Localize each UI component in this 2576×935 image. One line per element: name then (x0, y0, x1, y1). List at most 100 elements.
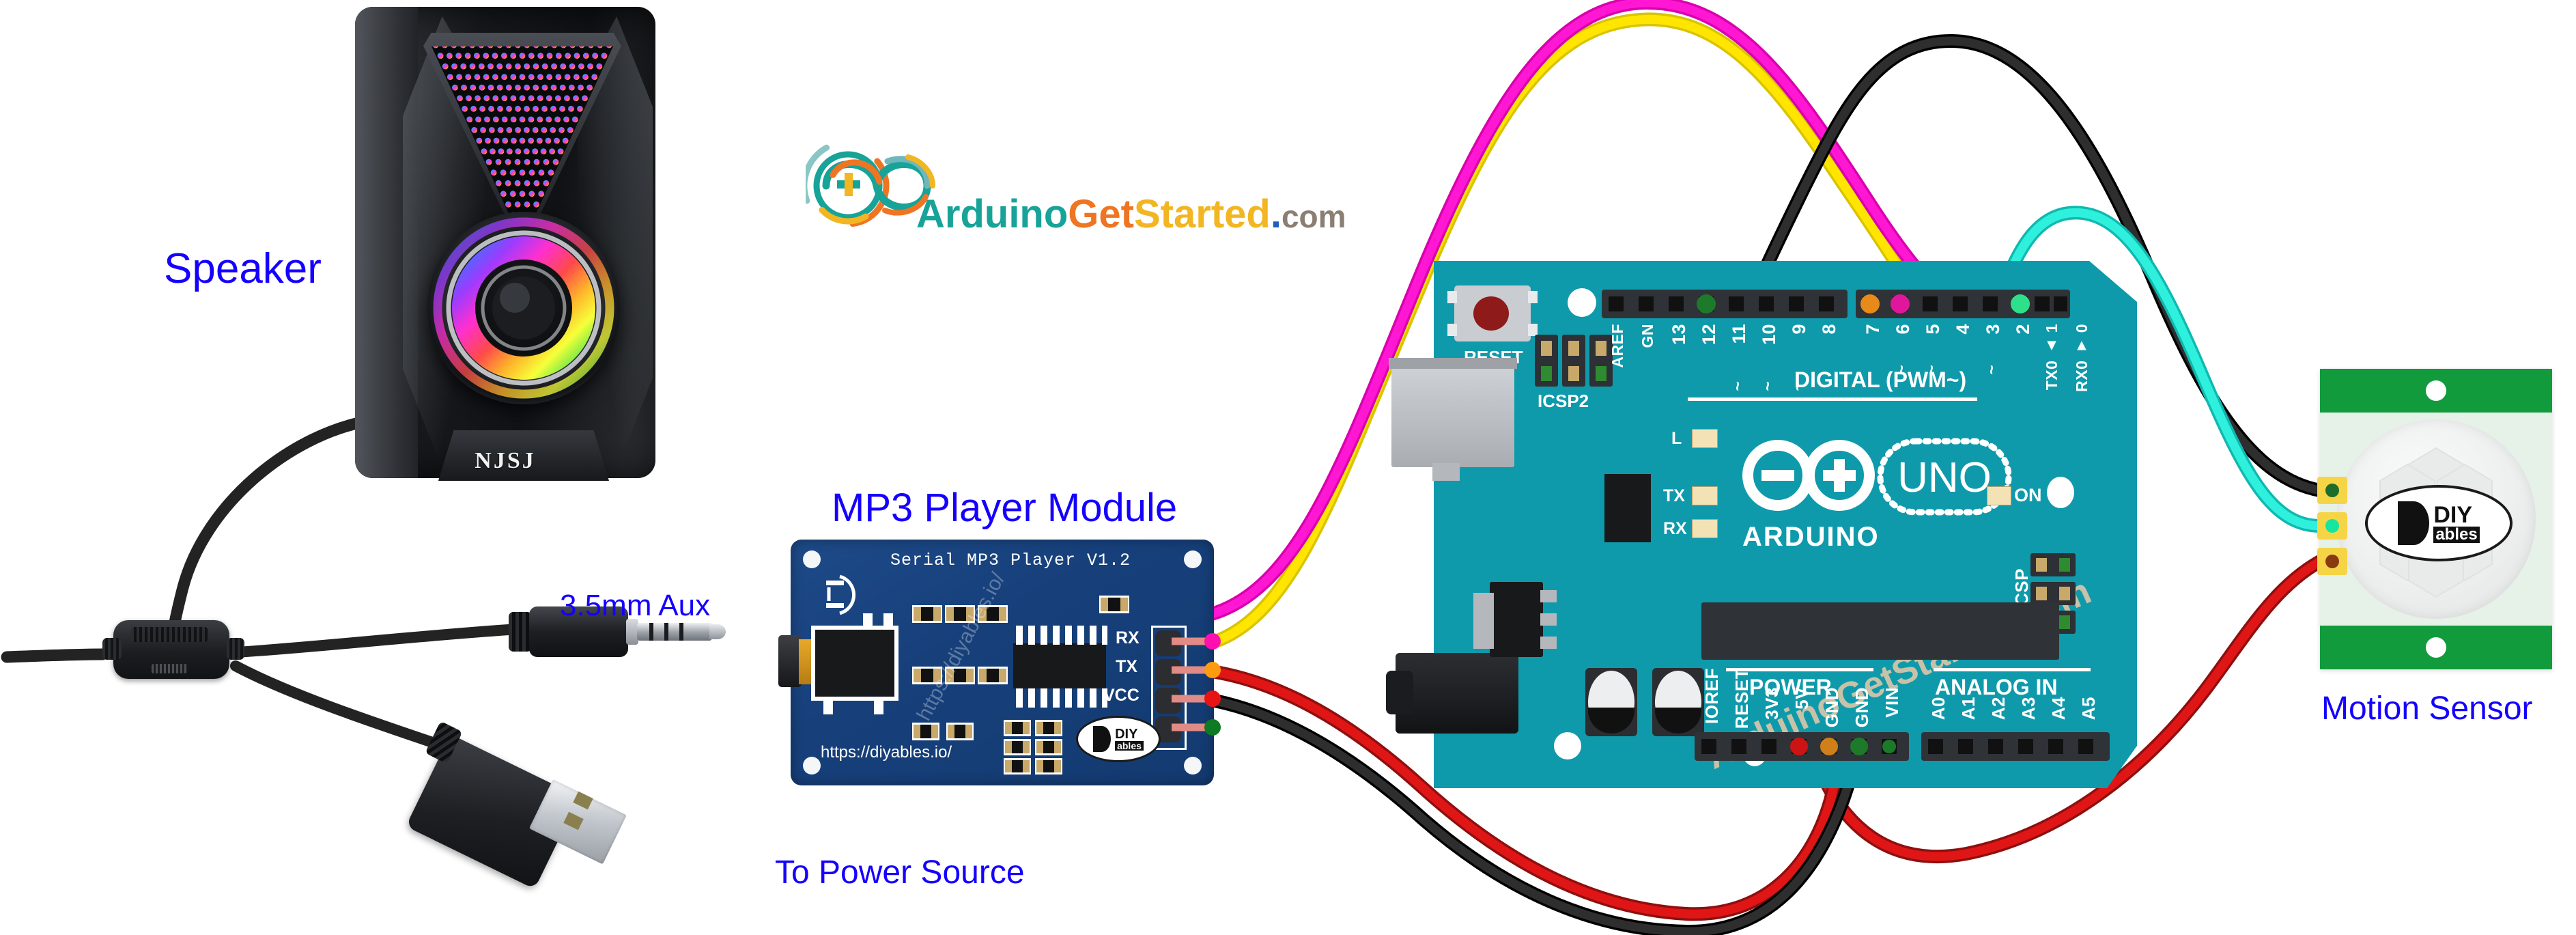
led-label-tx: TX (1663, 486, 1685, 505)
logo-text-started: Started (1133, 192, 1271, 236)
mp3-pin-label-tx: TX (1116, 657, 1137, 676)
logo-text-dot: . (1270, 192, 1282, 236)
usb-power-cable (230, 660, 464, 757)
uno-badge: UNO (1877, 438, 2012, 516)
pir-pin-gnd[interactable] (2317, 477, 2347, 504)
speaker-silk-icon (826, 574, 856, 615)
arduino-uno-board: ArduinoGetStarted.com RESET (1386, 261, 2164, 807)
power-pin-label-vin: VIN (1882, 687, 1902, 718)
crystal-block (1604, 474, 1651, 542)
analog-pin-label-a3: A3 (2018, 697, 2039, 721)
power-pin-label-gnd: GND (1822, 687, 1842, 728)
pwm-tilde-icon: ~ (1759, 381, 1777, 391)
digital-pin-label-6: 6 (1893, 324, 1913, 335)
led-label-rx: RX (1663, 519, 1687, 538)
analog-pin-label-a5: A5 (2078, 697, 2099, 721)
digital-left-sockets (1609, 294, 1834, 313)
diy-logo-top: DIY (1115, 727, 1138, 742)
rgb-dot-matrix (432, 46, 612, 229)
mp3-ic-pins (1016, 626, 1107, 708)
mp3-wire-caps (1204, 633, 1221, 736)
mp3-pin-label-rx: RX (1116, 628, 1140, 647)
analog-sockets (1928, 739, 2093, 754)
power-sockets (1701, 738, 1897, 755)
digital-pin-label-2: 2 (2013, 324, 2033, 335)
capacitor-2 (1652, 668, 1704, 736)
arduino-get-started-logo: ArduinoGetStarted.com (806, 134, 1346, 236)
led-rx (1692, 519, 1718, 538)
atmega-microcontroller (1701, 602, 2059, 660)
diy-logo-top-pir: DIY (2433, 502, 2472, 528)
mp3-regulator-ic (815, 630, 894, 697)
speaker-device: NJSJ (355, 7, 655, 485)
wire-mp3-vcc-to-5v (1205, 665, 1846, 921)
label-speaker: Speaker (164, 245, 322, 292)
digital-pin-label-12: 12 (1699, 324, 1719, 346)
usb-a-plug (406, 721, 676, 891)
digital-pin-label-5: 5 (1923, 324, 1943, 335)
pir-pin-signal[interactable] (2317, 512, 2347, 540)
arduino-wordmark: ARDUINO (1742, 522, 1880, 552)
digital-pin-label-13: 13 (1669, 324, 1689, 346)
power-pin-label-5v: 5V (1792, 687, 1812, 710)
mp3-pin-label-vcc: VCC (1103, 686, 1140, 705)
power-barrel-jack[interactable] (1386, 653, 1518, 734)
arduino-infinity-logo-icon (1742, 440, 1875, 511)
digital-pin-label-8: 8 (1819, 324, 1839, 335)
label-aux: 3.5mm Aux (560, 589, 711, 622)
wire-mp3-gnd-to-gnd (1205, 693, 1867, 935)
digital-right-sockets (1860, 294, 2067, 313)
digital-pin-label-9: 9 (1789, 324, 1809, 335)
pir-pin-vcc[interactable] (2317, 548, 2347, 575)
digital-pin-label-tx01: TX0 ▲ 1 (2043, 324, 2061, 391)
digital-pin-label-7: 7 (1863, 324, 1883, 335)
label-mp3: MP3 Player Module (832, 486, 1178, 530)
power-pin-label-ioref: IOREF (1701, 668, 1722, 724)
diyables-logo-mp3: DIY ables (1076, 716, 1161, 762)
led-on (1987, 486, 2011, 505)
usb-connector[interactable] (1391, 363, 1514, 467)
mp3-main-ic (1013, 643, 1106, 688)
digital-pin-label-3: 3 (1983, 324, 2003, 335)
speaker-brand-logo: NJSJ (475, 448, 536, 473)
digital-pin-label-aref: AREF (1609, 324, 1626, 368)
volume-wheel[interactable] (152, 664, 187, 673)
digital-pin-label-rx00: RX0 ▼ 0 (2073, 324, 2091, 392)
power-rule (1726, 668, 1873, 671)
label-power-source: To Power Source (775, 854, 1025, 891)
analog-header-label: ANALOG IN (1935, 675, 2058, 699)
analog-pin-label-a0: A0 (1928, 697, 1949, 721)
analog-pin-label-a2: A2 (1988, 697, 2009, 721)
analog-pin-label-a4: A4 (2048, 697, 2069, 721)
analog-pin-label-a1: A1 (1958, 697, 1979, 721)
diy-logo-bottom: ables (1115, 741, 1144, 751)
logo-text-com: com (1281, 199, 1346, 234)
diyables-logo-pir: DIY ables (2365, 485, 2513, 561)
pir-mount-hole-top (2426, 380, 2446, 401)
digital-pin-label-11: 11 (1729, 324, 1749, 344)
speaker-base-plate (438, 430, 609, 481)
mp3-audio-jack-barrel (778, 635, 802, 687)
led-tx (1692, 486, 1718, 505)
speaker-inline-volume-control[interactable] (102, 615, 244, 690)
analog-rule (1934, 668, 2091, 671)
digital-rule (1688, 397, 1977, 401)
icsp2-label: ICSP2 (1538, 391, 1589, 411)
digital-pin-label-4: 4 (1953, 324, 1973, 335)
digital-pin-label-gn: GN (1639, 324, 1656, 348)
digital-header-label: DIGITAL (PWM~) (1794, 367, 1967, 392)
pwm-tilde-icon: ~ (1983, 365, 2001, 375)
speaker-driver-cone (427, 212, 620, 404)
icsp2-header[interactable] (1535, 335, 1614, 387)
mp3-silkscreen-title: Serial MP3 Player V1.2 (890, 550, 1131, 570)
led-l (1692, 429, 1718, 448)
rgb-halo-ring (433, 217, 614, 399)
aux-35mm-plug (509, 601, 741, 662)
reset-button[interactable] (1447, 285, 1538, 341)
pir-mount-hole-bottom (2426, 637, 2446, 658)
power-header-label: POWER (1749, 675, 1832, 699)
motion-sensor-module: DIY ables (2317, 369, 2566, 697)
logo-text-arduino: Arduino (916, 192, 1068, 236)
label-motion-sensor: Motion Sensor (2321, 690, 2533, 727)
infinity-logo-icon (806, 139, 935, 233)
